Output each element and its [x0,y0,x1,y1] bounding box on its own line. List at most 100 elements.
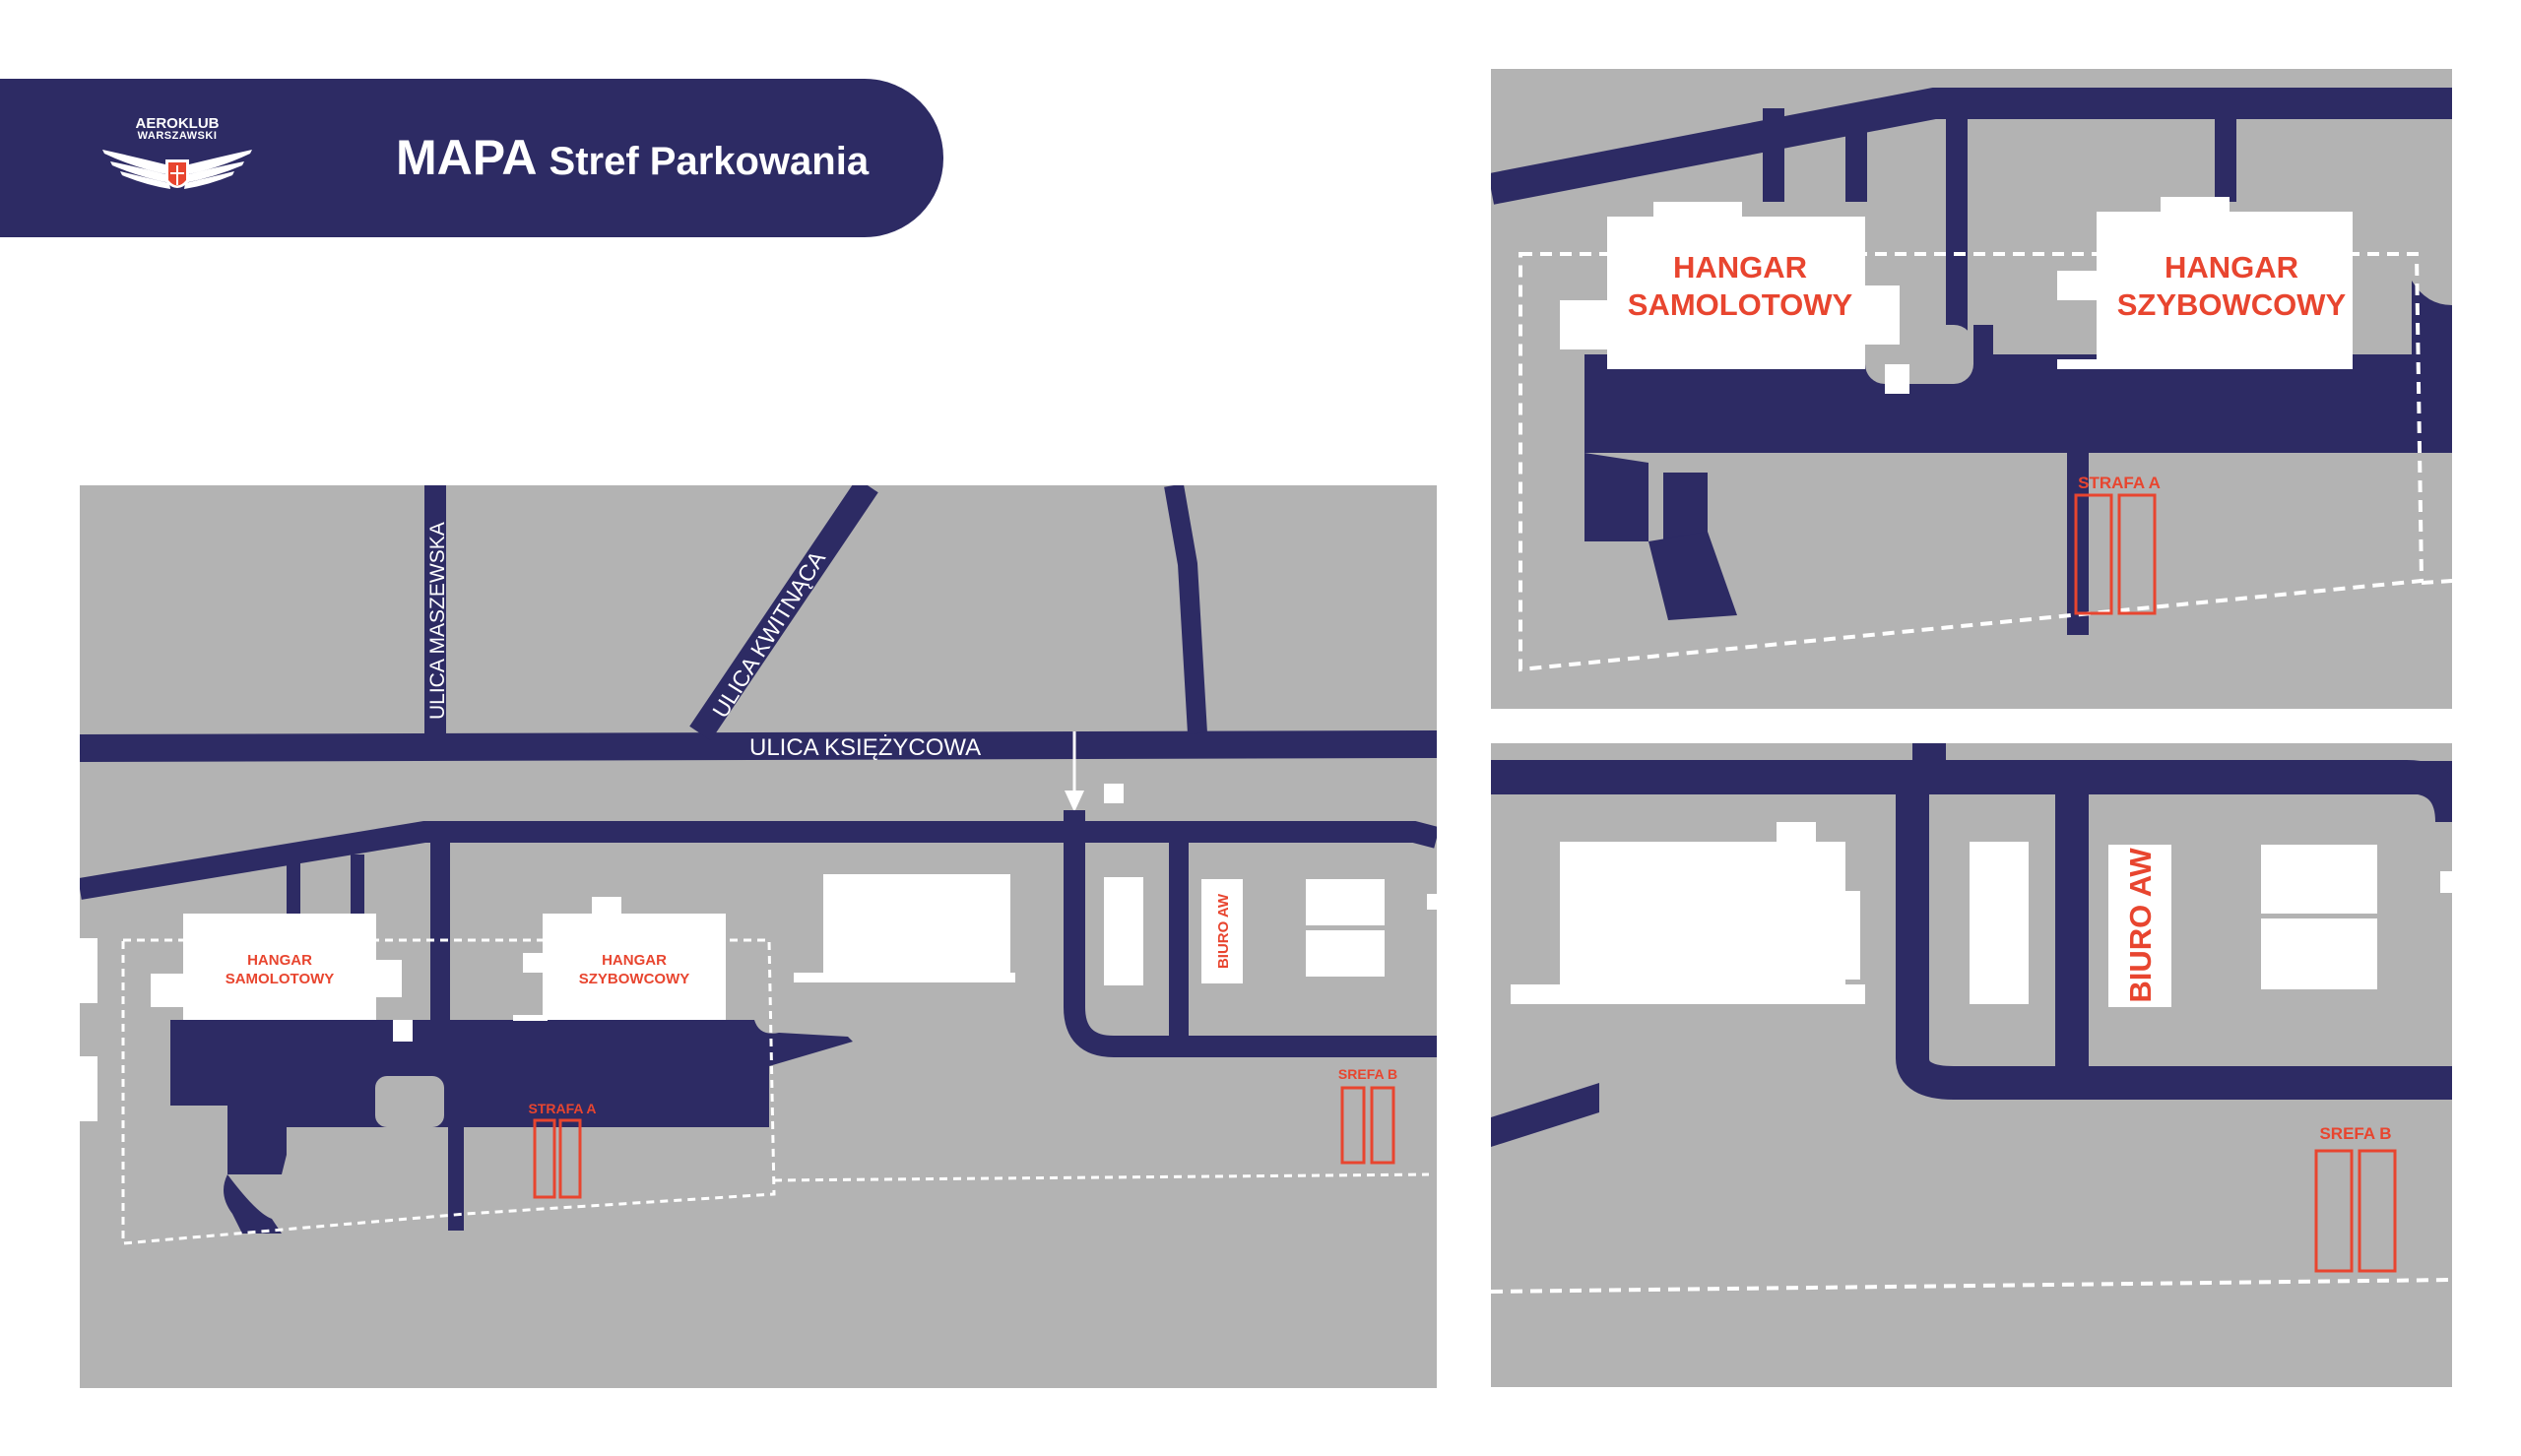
connector-road [430,832,450,1078]
label-hangar-samolotowy-1: HANGAR [247,952,312,969]
detail-apron-tip [1648,532,1737,620]
detail-hangar-samolotowy [1607,217,1865,369]
logo-line2: WARSZAWSKI [137,130,218,142]
detail-strefa-a-slot-1 [2074,493,2113,615]
loop-road [1064,810,1437,1057]
strefa-a-slot-2 [558,1118,582,1199]
detail-annex-3 [1885,364,1909,394]
detail-annex-1 [1560,300,1614,349]
biuro-access-road [1169,832,1189,1046]
detail2-biuro-building [2108,845,2171,1007]
service-building [1104,877,1143,985]
detail2-biuro-road [2055,777,2089,1083]
zone-a-boundary [121,938,776,1245]
overview-map: ULICA MASZEWSKA ULICA KWITNĄCA ULICA KSI… [80,485,1437,1388]
apron-taxiway [224,1174,282,1234]
strefa-b-slot-1 [1340,1086,1366,1165]
detail2-strefa-b-slot-2 [2358,1149,2397,1273]
west-building-1 [80,938,97,1003]
biuro-building [1201,879,1243,983]
detail-strefa-a-slot-2 [2117,493,2157,615]
detail2-warehouse-side [1841,891,1860,980]
detail-annex-4 [1653,202,1742,222]
detail-annex-2 [1860,285,1900,345]
strefa-a-slot-1 [533,1118,556,1199]
detail2-office-block-2 [2261,918,2377,989]
east-building [1427,894,1437,910]
detail2-label-srefa-b: SREFA B [2319,1124,2391,1143]
detail2-loop-road [1896,777,2452,1100]
detail2-warehouse-ramp [1511,984,1865,1004]
detail2-north-stub [1912,743,1946,763]
title-main: MAPA [396,130,538,185]
hangar-annex-3 [393,1020,413,1042]
main-airfield-road [80,821,1437,900]
logo-line1: AEROKLUB [135,115,220,132]
detail-stub-1 [1763,108,1784,202]
warehouse-building [823,874,1010,977]
hangar-samolotowy-building [183,914,376,1020]
detail-label-strefa-a: STRAFA A [2078,474,2161,492]
detail2-service-building [1970,842,2029,1004]
street-ksiezycowa-road [80,730,1437,762]
zone-b-boundary [773,1172,1430,1182]
detail2-warehouse-top [1777,822,1816,844]
wings-icon [102,150,252,189]
detail-apron [1584,281,2452,453]
detail-zone-b-boundary [2421,579,2452,585]
detail2-warehouse [1560,842,1845,1004]
hangar-annex-1 [151,974,190,1007]
page-title: MAPA Stref Parkowania [396,128,869,200]
detail-stub-2 [1845,128,1867,202]
hangar-szybowcowy-wing [523,953,552,973]
office-block-2 [1306,930,1385,977]
hangar-annex-2 [370,960,402,997]
detail-connector-road-2 [1973,325,1993,384]
gate-building [1104,784,1124,803]
detail-hangar-top [2161,197,2230,217]
detail-hangar-szybowcowy [2097,212,2353,369]
detail-map-biuro: BIURO AW SREFA B [1491,743,2452,1387]
hangar-szybowcowy-step [513,1015,548,1021]
title-sub: Stref Parkowania [549,140,870,183]
aeroklub-logo: AEROKLUB WARSZAWSKI [98,116,256,205]
detail-map-hangars: HANGAR SAMOLOTOWY HANGAR SZYBOWCOWY STRA… [1491,69,2452,709]
detail-stub-3 [2215,108,2236,202]
detail-apron-west [1584,354,1648,541]
detail-south-road [2067,453,2089,635]
detail-main-road [1491,88,2452,205]
detail2-east-building [2440,871,2452,893]
detail2-west-road [1491,1083,1599,1147]
label-ulica-maszewska: ULICA MASZEWSKA [426,522,449,720]
strefa-b-slot-2 [1370,1086,1395,1165]
apron-south-road [448,1127,464,1231]
apron-gap [375,1076,444,1127]
detail-hangar-wing [2057,271,2101,300]
warehouse-ramp [794,973,1015,982]
entrance-arrow-icon [1065,791,1084,812]
detail-label-hangar-samolotowy-2: SAMOLOTOWY [1628,287,1853,322]
office-block-1 [1306,879,1385,925]
detail2-road-curve [1491,760,2452,823]
detail2-zone-b-boundary [1491,1278,2452,1294]
detail2-label-biuro-aw: BIURO AW [2123,848,2158,1003]
apron-area [170,1020,853,1189]
label-ulica-kwitnaca: ULICA KWITNĄCA [707,546,830,723]
detail2-strefa-b-slot-1 [2314,1149,2354,1273]
label-strefa-a: STRAFA A [529,1101,597,1116]
label-biuro-aw: BIURO AW [1215,893,1232,969]
west-building-2 [80,1056,97,1121]
label-hangar-szybowcowy-2: SZYBOWCOWY [579,971,690,987]
street-kwitnaca-road [689,485,878,741]
north-road [1164,485,1207,734]
header-banner: AEROKLUB WARSZAWSKI MAPA Stref Parkowania [0,79,943,237]
hangar-szybowcowy-building [543,914,726,1020]
label-srefa-b: SREFA B [1338,1066,1397,1082]
detail-label-hangar-szybowcowy-2: SZYBOWCOWY [2117,287,2347,322]
label-hangar-szybowcowy-1: HANGAR [602,952,667,969]
label-hangar-samolotowy-2: SAMOLOTOWY [226,971,335,987]
detail-hangar-step [2057,359,2116,369]
label-ulica-ksiezycowa: ULICA KSIĘŻYCOWA [749,734,981,761]
detail-label-hangar-szybowcowy-1: HANGAR [2165,250,2298,285]
hangar-szybowcowy-top [592,897,621,915]
